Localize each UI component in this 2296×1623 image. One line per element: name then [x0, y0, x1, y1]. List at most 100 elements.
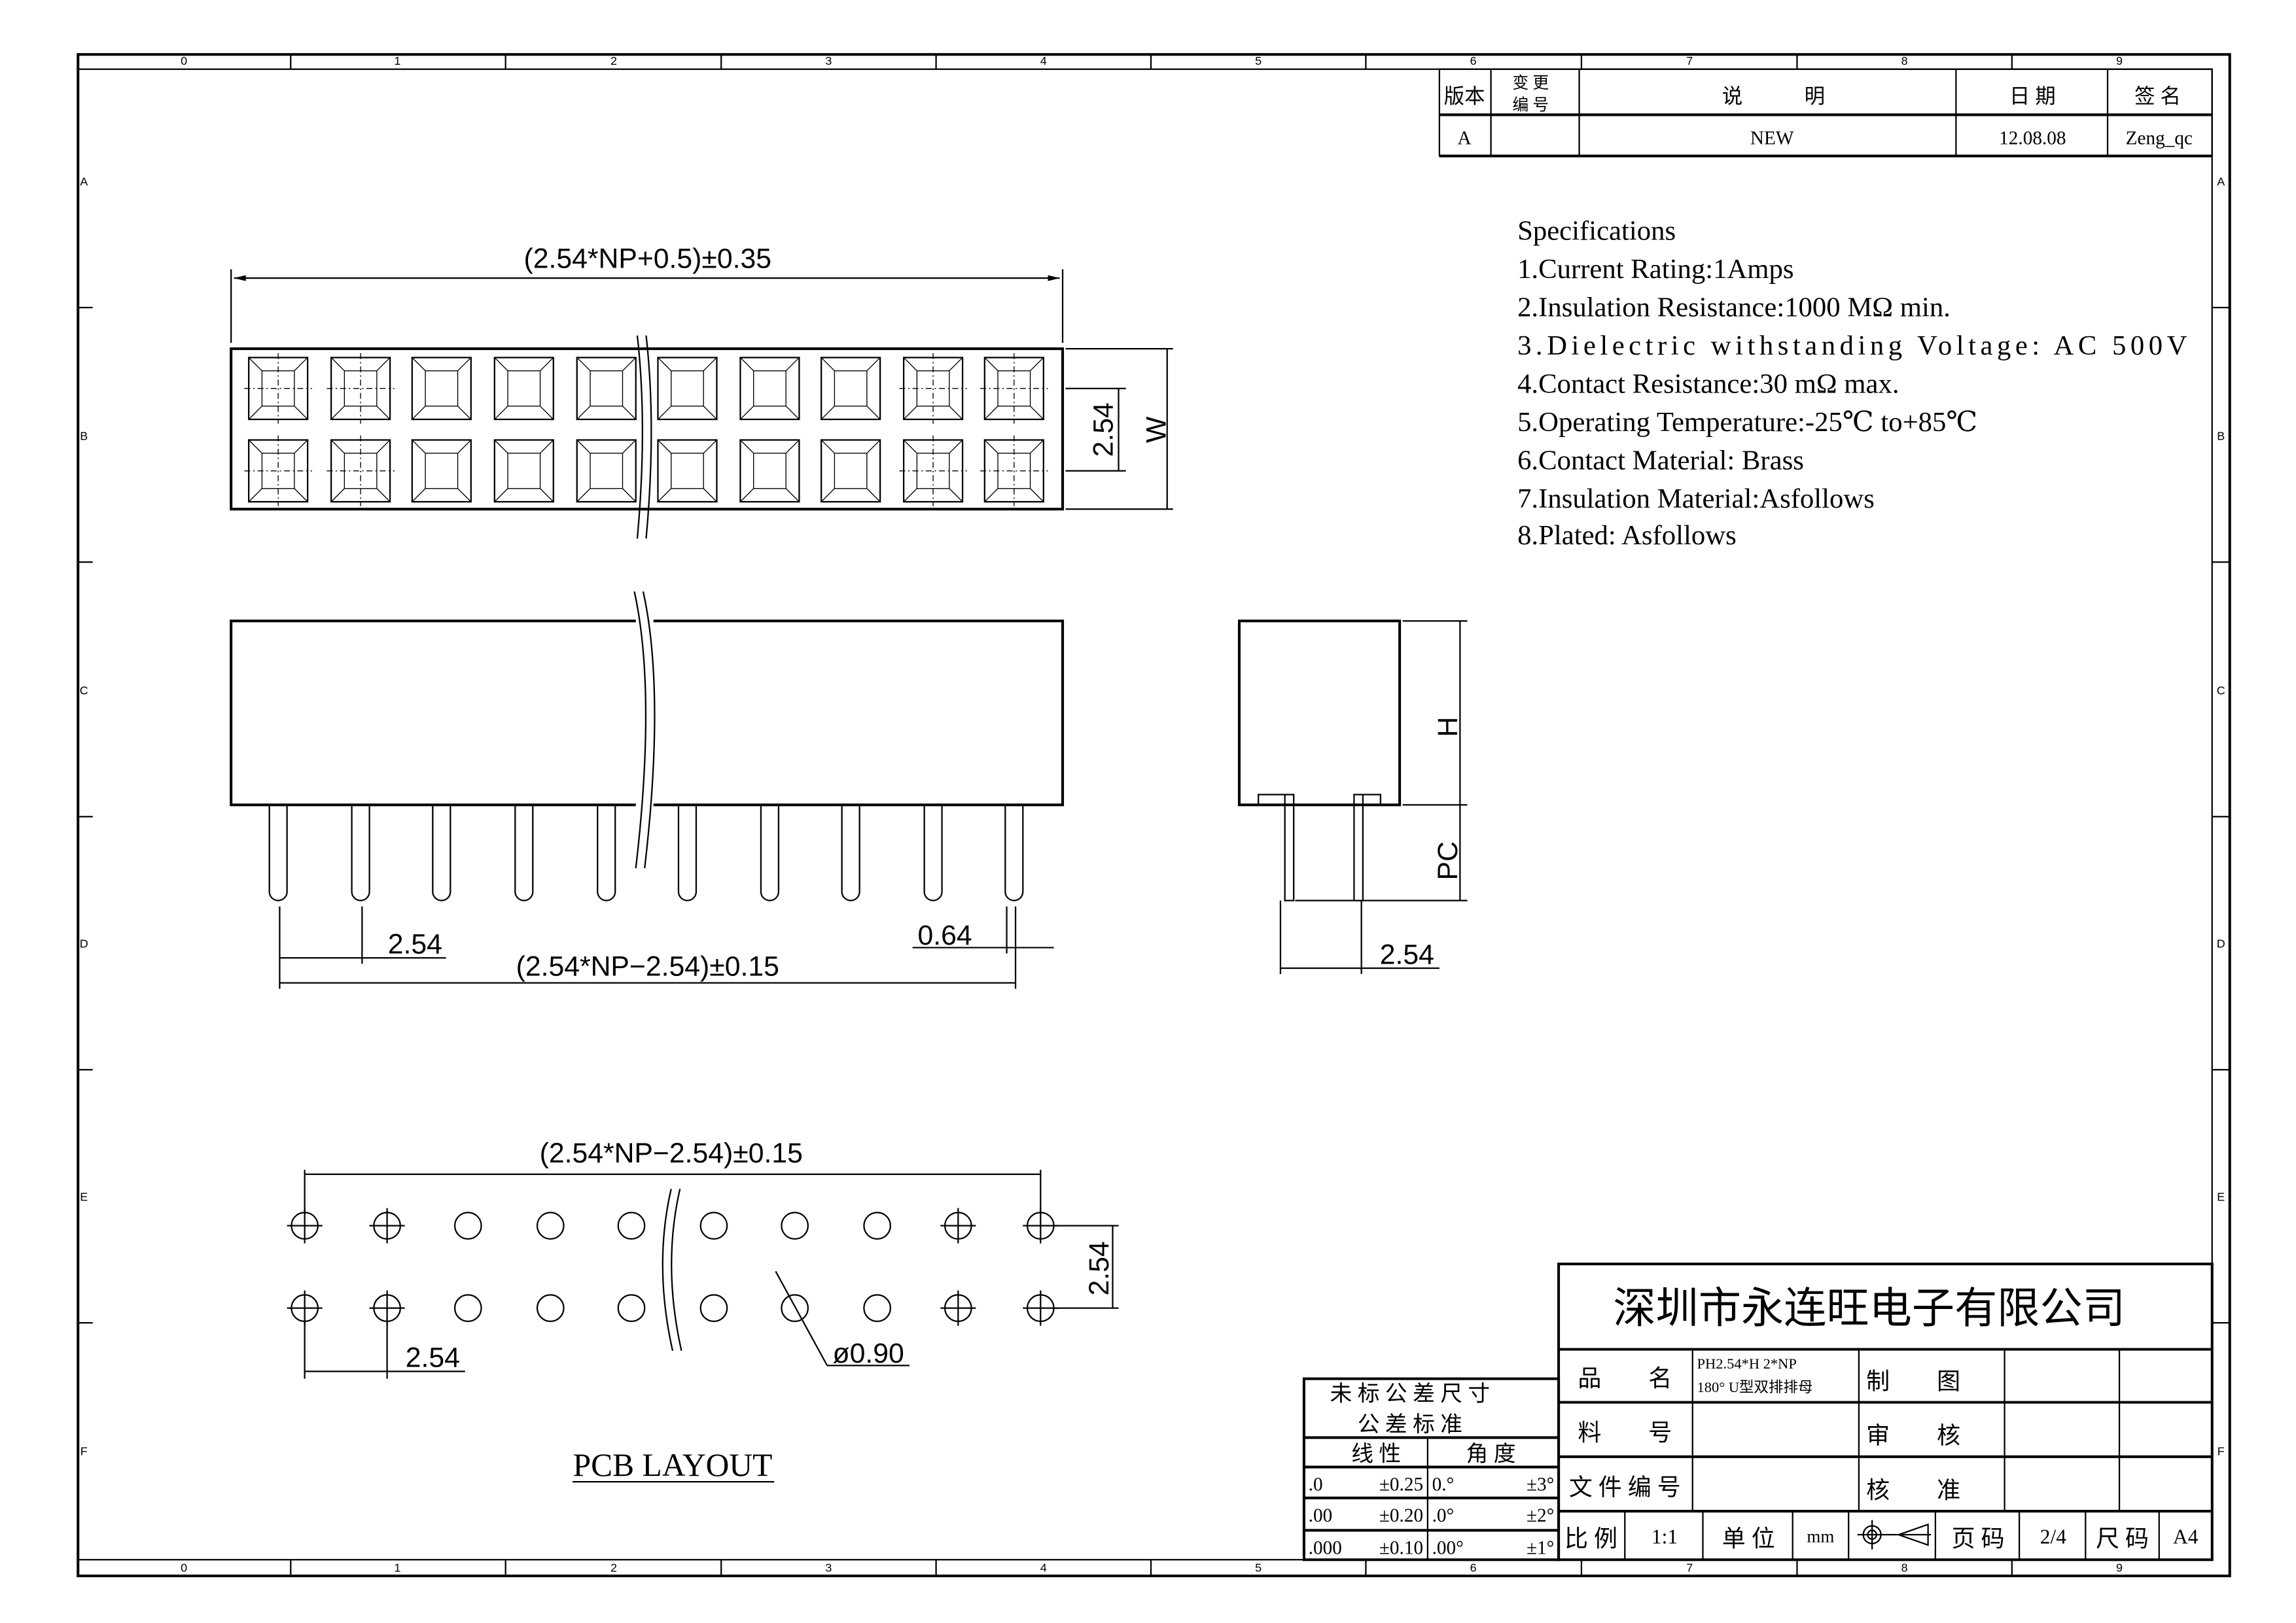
dim-end-height: H	[1432, 717, 1464, 737]
title-block: 深圳市永连旺电子有限公司 品 名 PH2.54*H 2*NP 180° U型双排…	[1557, 1263, 2214, 1562]
pcb-hole	[699, 1212, 728, 1240]
spec-item: 3.Dielectric withstanding Voltage: AC 50…	[1517, 330, 2187, 361]
product-name-line1: PH2.54*H 2*NP	[1697, 1355, 1796, 1372]
pcb-layout: (2.54*NP−2.54)±0.15 2.54 2.54 ø0.90 PCB …	[287, 1138, 1119, 1483]
dim-side-pin-span: (2.54*NP−2.54)±0.15	[516, 951, 779, 982]
top-view: (2.54*NP+0.5)±0.35 2.54 W	[230, 243, 1173, 539]
zone-column-label: 1	[394, 54, 400, 67]
zone-column-label: 5	[1255, 54, 1262, 67]
socket-contact	[821, 439, 881, 503]
rev-header-change-2: 编 号	[1512, 96, 1549, 114]
socket-contact	[739, 357, 800, 421]
tol-title-1: 未 标 公 差 尺 寸	[1330, 1381, 1490, 1406]
pin	[351, 805, 370, 901]
scale-label: 比 例	[1564, 1526, 1617, 1552]
tol-linear-precision: .000	[1309, 1537, 1342, 1558]
zone-row-label: D	[80, 937, 88, 951]
zone-column-label: 9	[2116, 1561, 2123, 1574]
tol-angle-value: ±2°	[1527, 1505, 1554, 1526]
doc-no-label: 文 件 编 号	[1569, 1474, 1681, 1500]
pin	[923, 805, 943, 901]
pcb-hole	[699, 1294, 728, 1323]
socket-contact	[327, 353, 395, 424]
dim-pcb-span: (2.54*NP−2.54)±0.15	[540, 1138, 803, 1169]
size-value: A4	[2173, 1526, 2199, 1548]
zone-column-label: 3	[825, 1561, 832, 1574]
pin	[597, 805, 616, 901]
pcb-hole	[863, 1294, 891, 1323]
socket-contact	[244, 435, 312, 506]
dim-pcb-row-pitch: 2.54	[1084, 1241, 1115, 1295]
pcb-layout-label: PCB LAYOUT	[573, 1447, 773, 1483]
zone-row-label: C	[80, 684, 88, 697]
spec-item: 8.Plated: Asfollows	[1517, 520, 1737, 551]
tol-linear-precision: .0	[1309, 1475, 1323, 1495]
zone-column-label: 3	[825, 54, 832, 67]
socket-contact	[739, 439, 800, 503]
zone-column-label: 5	[1255, 1561, 1262, 1574]
zone-column-label: 8	[1901, 54, 1908, 67]
scale-value: 1:1	[1651, 1526, 1678, 1548]
dim-pin-width: 0.64	[918, 920, 972, 951]
zone-column-label: 4	[1040, 54, 1047, 67]
rev-header-change-1: 变 更	[1512, 74, 1549, 92]
spec-item: 6.Contact Material: Brass	[1517, 445, 1804, 476]
rev-header-signature: 签 名	[2134, 84, 2181, 107]
page-label: 页 码	[1952, 1526, 2005, 1552]
zone-row-label: B	[2217, 430, 2225, 443]
socket-contact	[244, 353, 312, 424]
drawn-label: 制 图	[1866, 1368, 1960, 1394]
product-name-label: 品 名	[1578, 1365, 1672, 1391]
revision-table: 版本 变 更 编 号 说 明 日 期 签 名 A NEW 12.08.08 Ze…	[1438, 68, 2213, 158]
size-label: 尺 码	[2096, 1526, 2149, 1552]
tol-angle-value: ±3°	[1527, 1475, 1554, 1495]
pcb-hole	[453, 1212, 482, 1240]
pcb-hole	[940, 1208, 976, 1244]
socket-contact	[576, 439, 637, 503]
socket-contact	[493, 357, 554, 421]
tol-linear-precision: .00	[1309, 1505, 1333, 1526]
pin	[432, 805, 451, 901]
dim-pcb-col-pitch: 2.54	[406, 1342, 460, 1374]
pcb-hole	[369, 1208, 405, 1244]
socket-contact	[327, 435, 395, 506]
outer-frame	[77, 53, 2231, 1578]
zone-row-label: B	[80, 430, 88, 443]
socket-contact	[821, 357, 881, 421]
zone-column-label: 0	[181, 1561, 187, 1574]
zone-column-label: 2	[610, 54, 617, 67]
check-label: 审 核	[1866, 1423, 1960, 1449]
spec-item: 1.Current Rating:1Amps	[1517, 254, 1793, 285]
tol-linear: 线 性	[1351, 1442, 1401, 1467]
rev-header-version: 版本	[1444, 84, 1485, 107]
socket-contact	[493, 439, 554, 503]
tol-linear-value: ±0.20	[1379, 1505, 1423, 1526]
part-no-label: 料 号	[1578, 1420, 1672, 1446]
pcb-hole	[536, 1294, 565, 1323]
tol-angle: 角 度	[1466, 1442, 1516, 1467]
zone-row-label: E	[2217, 1190, 2225, 1203]
socket-contact	[899, 435, 967, 506]
zone-column-label: 4	[1040, 1561, 1047, 1574]
dim-top-width: W	[1140, 416, 1172, 443]
dim-side-pitch: 2.54	[388, 929, 442, 960]
pin	[677, 805, 698, 901]
product-name-line2: 180° U型双排排母	[1697, 1379, 1812, 1395]
dim-top-length: (2.54*NP+0.5)±0.35	[523, 243, 771, 274]
pin	[514, 805, 534, 901]
pcb-hole	[863, 1212, 891, 1240]
dim-top-pitch: 2.54	[1088, 402, 1120, 457]
pcb-hole	[781, 1212, 809, 1240]
pcb-hole	[453, 1294, 482, 1323]
zone-row-label: A	[2217, 175, 2225, 188]
side-view: 2.54 0.64 (2.54*NP−2.54)±0.15	[230, 591, 1065, 989]
socket-contact	[411, 357, 472, 421]
pcb-hole	[781, 1294, 809, 1323]
zone-column-label: 6	[1470, 54, 1477, 67]
socket-contact	[411, 439, 472, 503]
pcb-hole	[617, 1212, 646, 1240]
tol-angle-precision: .0°	[1432, 1505, 1455, 1526]
zone-column-label: 2	[610, 1561, 617, 1574]
